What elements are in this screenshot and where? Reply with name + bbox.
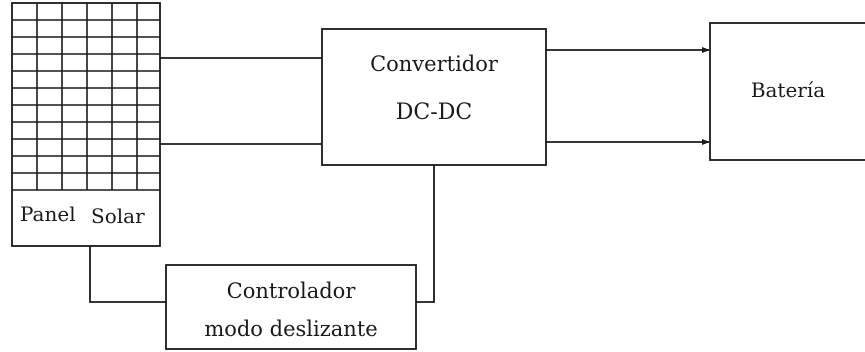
battery-box — [709, 22, 865, 161]
wire-panel-controller — [89, 246, 166, 303]
controller-box — [165, 264, 417, 350]
battery-label: Batería — [750, 78, 826, 102]
solar-panel-cell-grid — [12, 3, 160, 191]
converter-box — [321, 28, 547, 166]
solar-panel — [11, 2, 161, 247]
wire-controller-converter — [416, 165, 435, 303]
converter-label-line-1: Convertidor — [370, 52, 498, 76]
converter-label-line-2: DC-DC — [395, 100, 473, 125]
solar-panel-label-panel: Panel — [20, 202, 76, 226]
solar-panel-label-solar: Solar — [91, 204, 145, 228]
controller-label-line-1: Controlador — [226, 279, 356, 303]
controller-label-line-2: modo deslizante — [204, 317, 378, 341]
